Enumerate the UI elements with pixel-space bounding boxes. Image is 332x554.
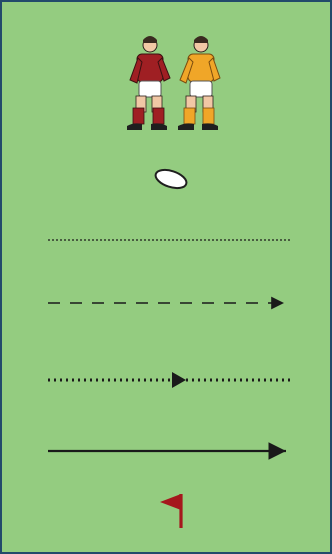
flag-icon bbox=[160, 494, 181, 528]
player-red-icon bbox=[127, 36, 170, 130]
dotted-arrow-mid-line bbox=[48, 372, 290, 388]
rugby-ball-icon bbox=[153, 166, 188, 191]
player-yellow-icon bbox=[178, 36, 220, 130]
